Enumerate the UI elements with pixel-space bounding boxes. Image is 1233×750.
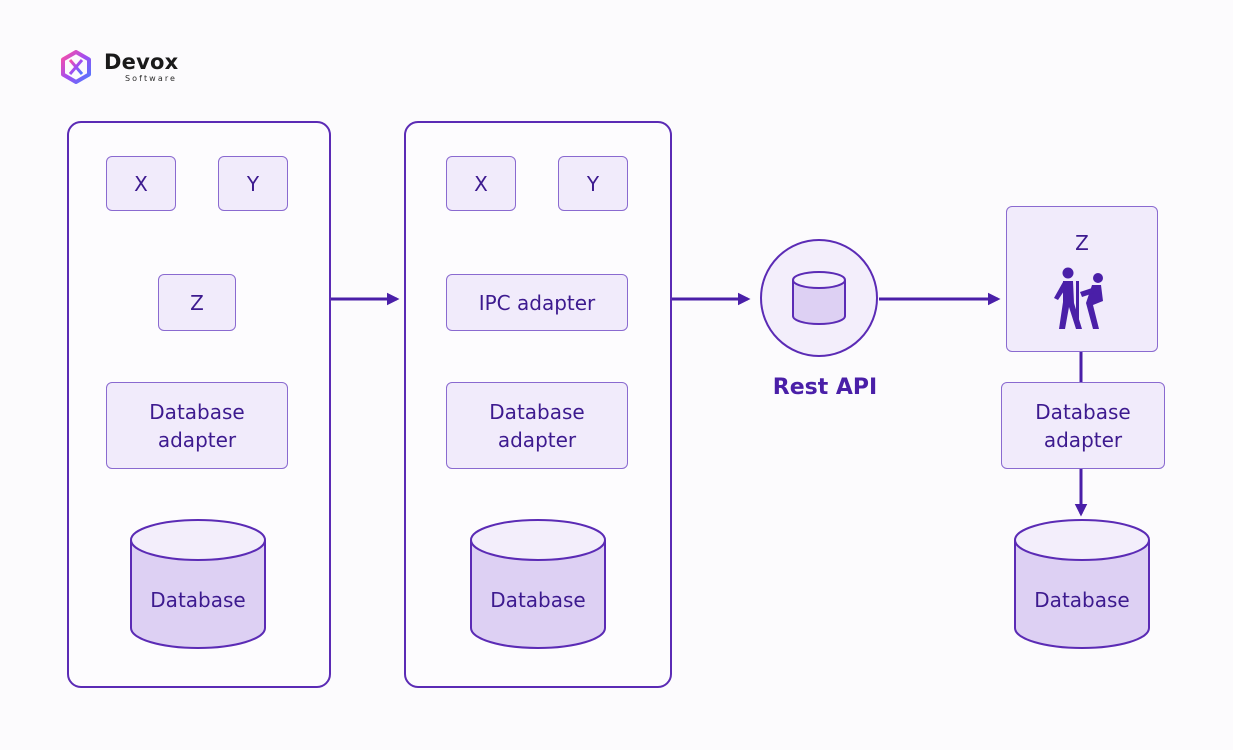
z-service-title: Z — [1075, 231, 1089, 255]
node-y-2-label: Y — [586, 171, 600, 196]
db-adapter-3: Database adapter — [1001, 382, 1165, 469]
brand-logo: Devox Software — [58, 48, 198, 88]
node-y-2: Y — [558, 156, 628, 211]
z-service-node: Z — [1006, 206, 1158, 352]
database-cylinder-icon — [1014, 519, 1150, 649]
database-2: Database — [469, 518, 607, 652]
db-adapter-1: Database adapter — [106, 382, 288, 469]
node-x-1: X — [106, 156, 176, 211]
database-1-label: Database — [150, 588, 246, 612]
node-x-2-label: X — [474, 171, 488, 196]
rest-api-label: Rest API — [772, 375, 878, 400]
brand-tagline: Software — [125, 74, 178, 83]
database-3-label: Database — [1034, 588, 1130, 612]
brand-name: Devox — [104, 50, 179, 74]
node-z-1: Z — [158, 274, 236, 331]
node-y-1: Y — [218, 156, 288, 211]
ipc-adapter: IPC adapter — [446, 274, 628, 331]
db-adapter-2: Database adapter — [446, 382, 628, 469]
database-cylinder-icon — [470, 519, 606, 649]
database-2-label: Database — [490, 588, 586, 612]
db-adapter-1-label: Database adapter — [149, 399, 245, 452]
node-z-1-label: Z — [190, 290, 204, 315]
database-cylinder-icon — [130, 519, 266, 649]
database-3: Database — [1013, 518, 1151, 652]
node-x-2: X — [446, 156, 516, 211]
rest-api-node — [760, 239, 878, 357]
people-figures-icon — [1054, 267, 1103, 329]
node-y-1-label: Y — [246, 171, 260, 196]
ipc-adapter-label: IPC adapter — [478, 290, 596, 315]
node-x-1-label: X — [134, 171, 148, 196]
db-adapter-3-label: Database adapter — [1035, 399, 1131, 452]
database-cylinder-icon — [792, 271, 846, 325]
database-1: Database — [129, 518, 267, 652]
devox-hexagon-logo-icon — [61, 50, 91, 84]
db-adapter-2-label: Database adapter — [489, 399, 585, 452]
